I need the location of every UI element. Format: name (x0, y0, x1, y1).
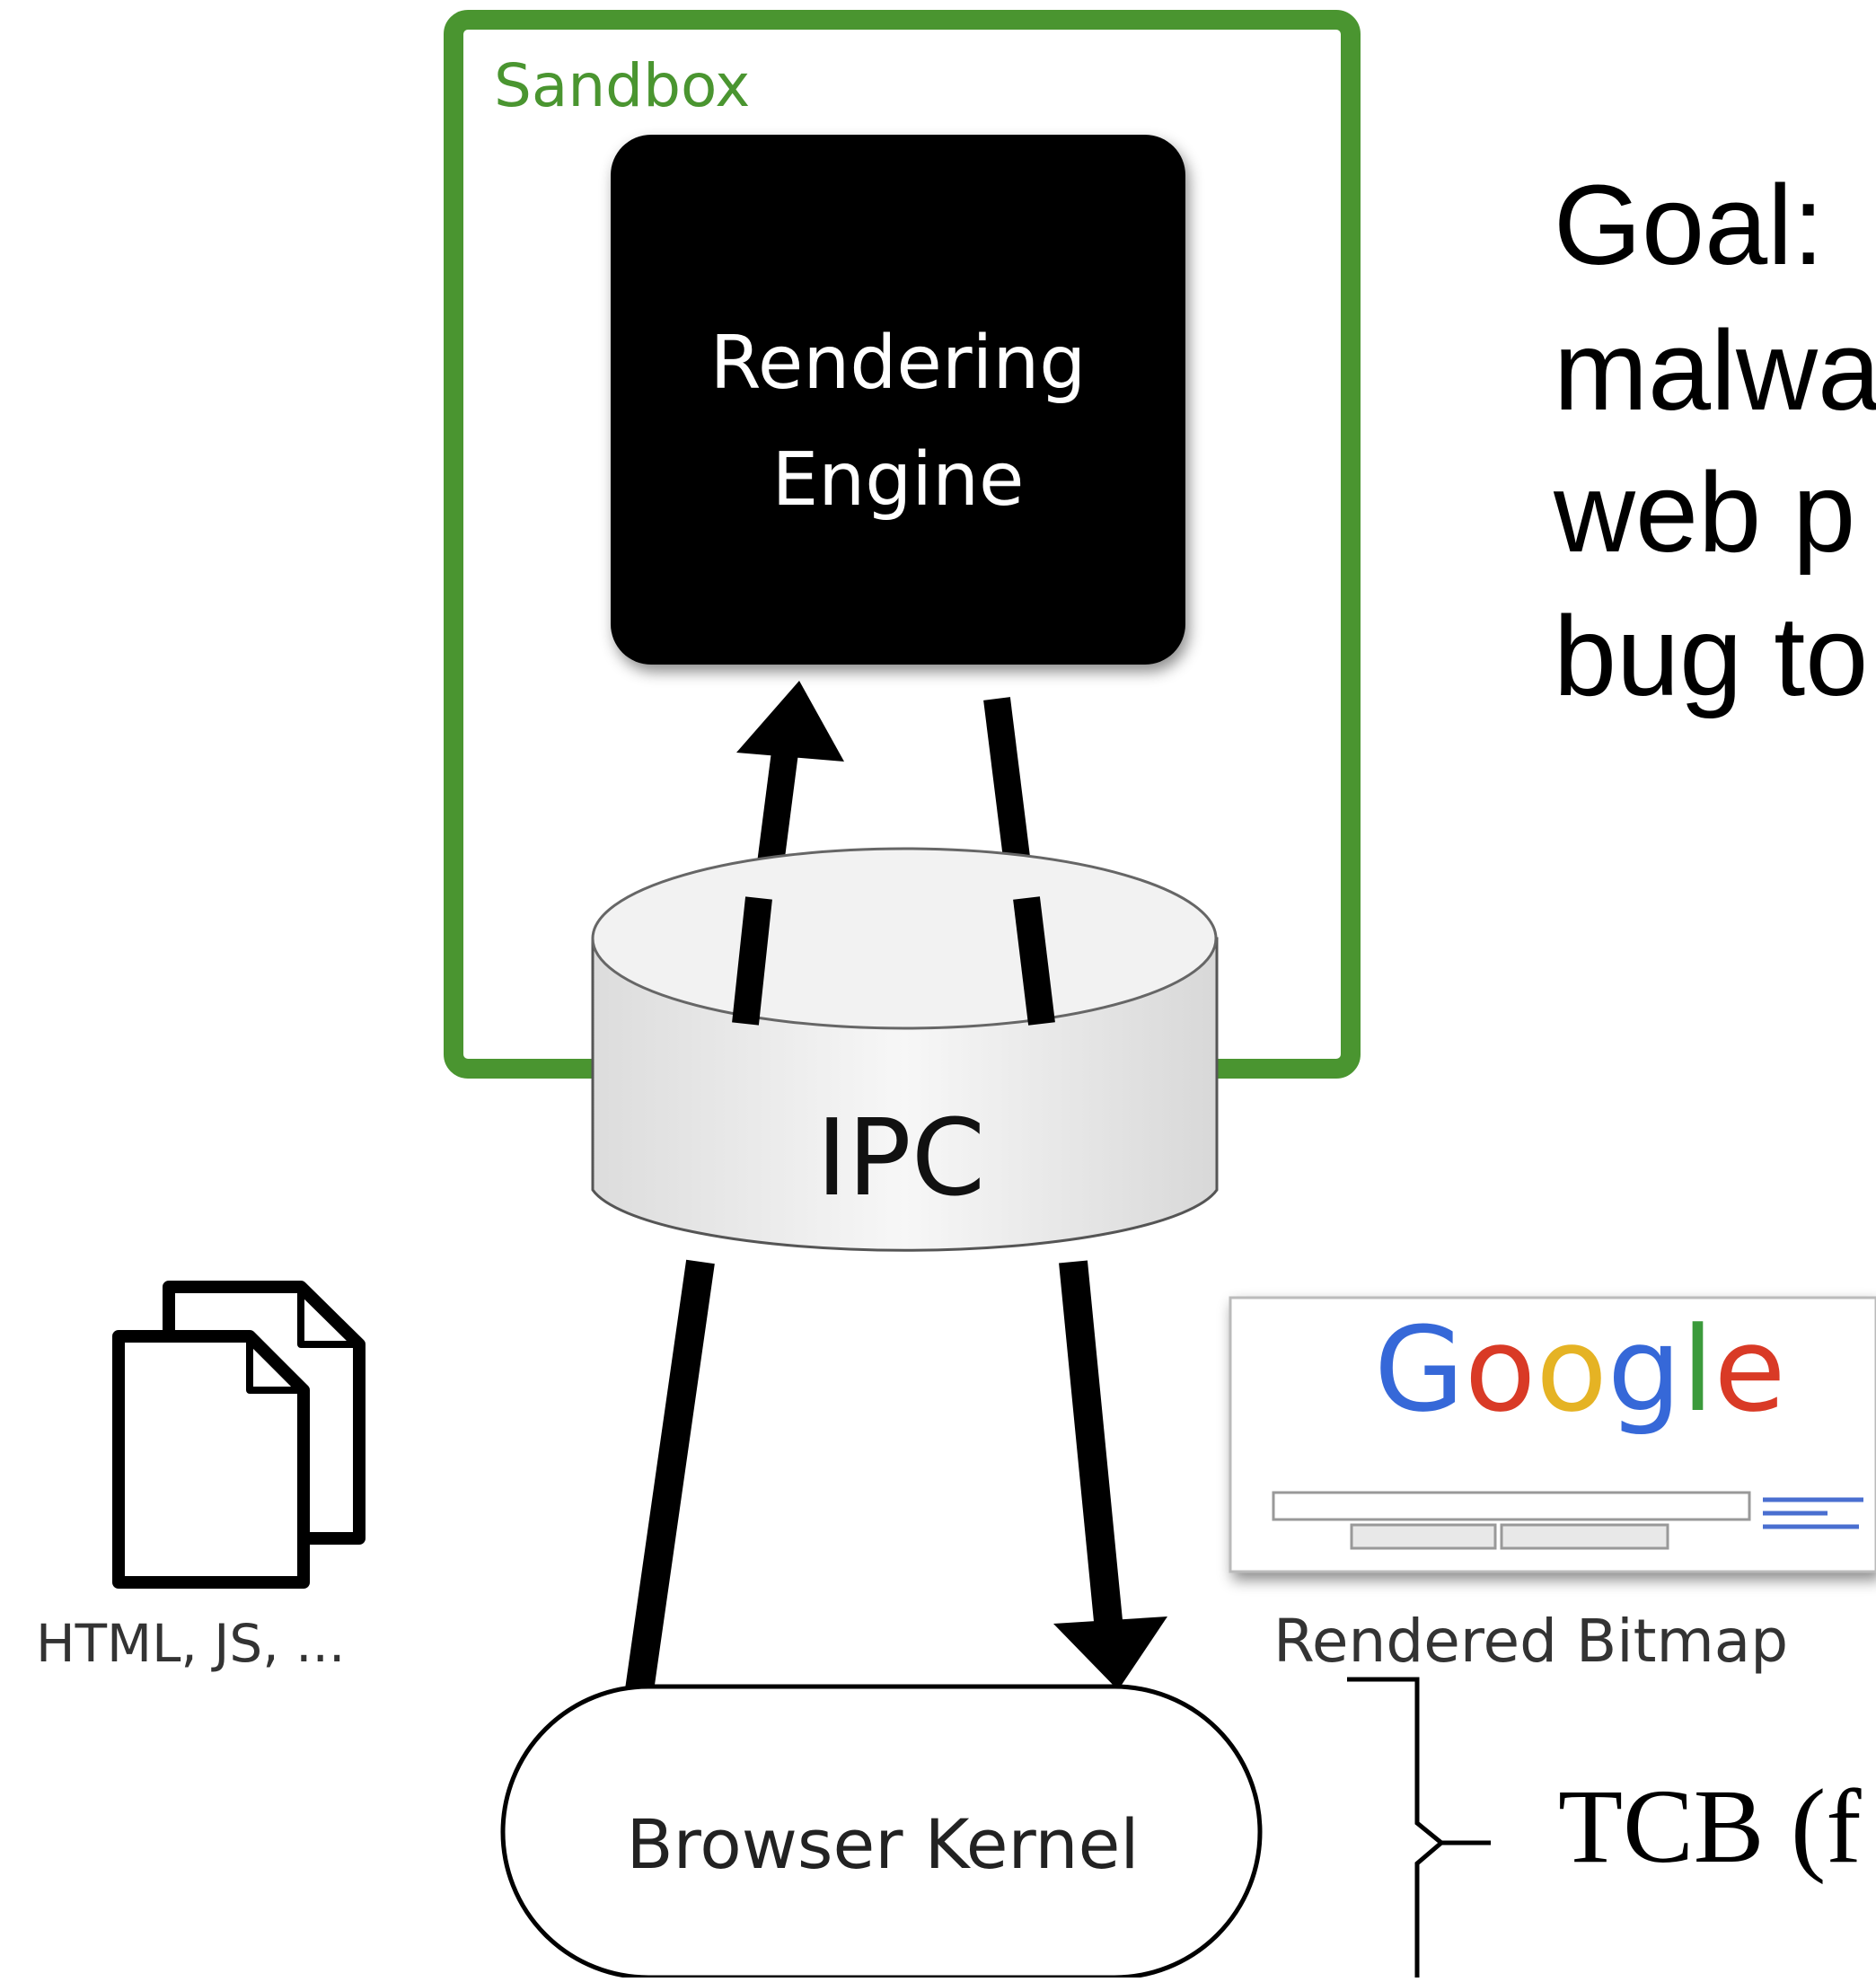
tcb-brace (1347, 1677, 1491, 1978)
sandbox-label: Sandbox (494, 51, 750, 120)
bitmap-label: Rendered Bitmap (1273, 1607, 1788, 1676)
thumbnail-search-button (1350, 1523, 1497, 1550)
goal-text-line-4: bug to (1554, 593, 1869, 719)
thumbnail-search-box (1272, 1491, 1751, 1521)
browser-kernel-label: Browser Kernel (627, 1804, 1140, 1884)
goal-text-line-2: malwa (1554, 307, 1876, 434)
rendering-engine-label-line1: Rendering (710, 321, 1087, 406)
inputs-label: HTML, JS, ... (36, 1613, 345, 1674)
goal-text-line-3: web p (1554, 449, 1856, 576)
document-stack-icon (112, 1281, 366, 1589)
rendering-engine-label-line2: Engine (771, 437, 1024, 523)
tcb-label: TCB (f (1558, 1767, 1862, 1885)
thumbnail-lucky-button (1500, 1523, 1669, 1550)
google-logo: Google (1374, 1301, 1785, 1438)
goal-text-line-1: Goal: (1554, 162, 1825, 288)
ipc-cylinder: IPC (591, 847, 1219, 1252)
rendering-engine-box (611, 135, 1185, 665)
arrow-down-to-kernel (1053, 1260, 1167, 1690)
arrow-up-from-kernel (625, 1259, 715, 1693)
ipc-label: IPC (816, 1096, 985, 1220)
google-page-thumbnail: Google (1229, 1296, 1876, 1573)
